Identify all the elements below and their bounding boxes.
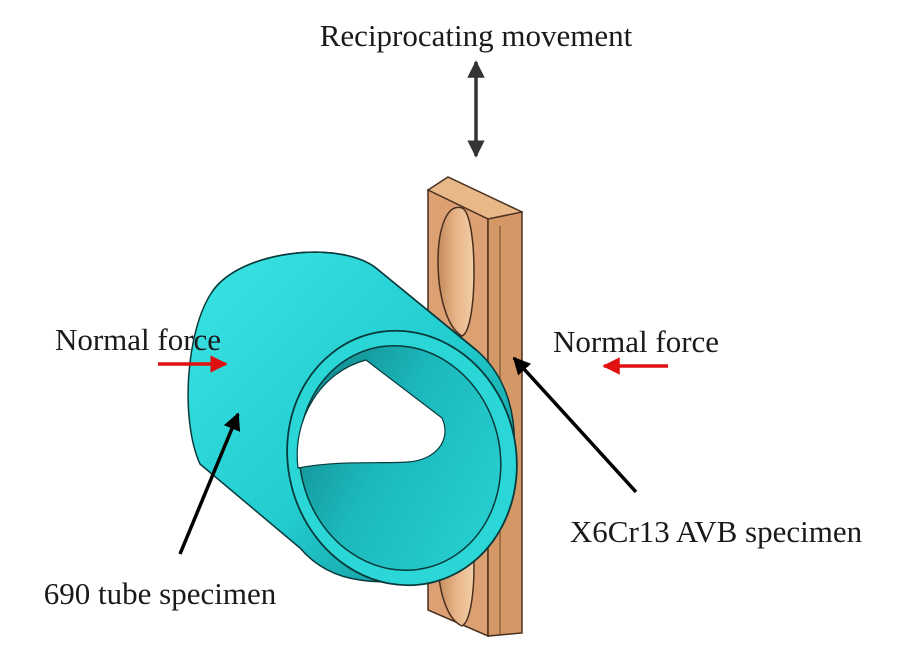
avb-specimen-label: X6Cr13 AVB specimen [570, 514, 863, 549]
avb-pointer-arrow [512, 356, 638, 494]
tube-top-edge [211, 251, 477, 351]
tube-see-through [296, 359, 446, 469]
tube-specimen-label: 690 tube specimen [44, 576, 277, 611]
tube-pointer-arrow [178, 412, 241, 555]
avb-upper-hole [437, 207, 475, 337]
normal-force-left-label: Normal force [55, 322, 221, 357]
normal-force-right-label: Normal force [553, 324, 719, 359]
tube-specimen [187, 251, 518, 587]
movement-label: Reciprocating movement [320, 18, 633, 53]
